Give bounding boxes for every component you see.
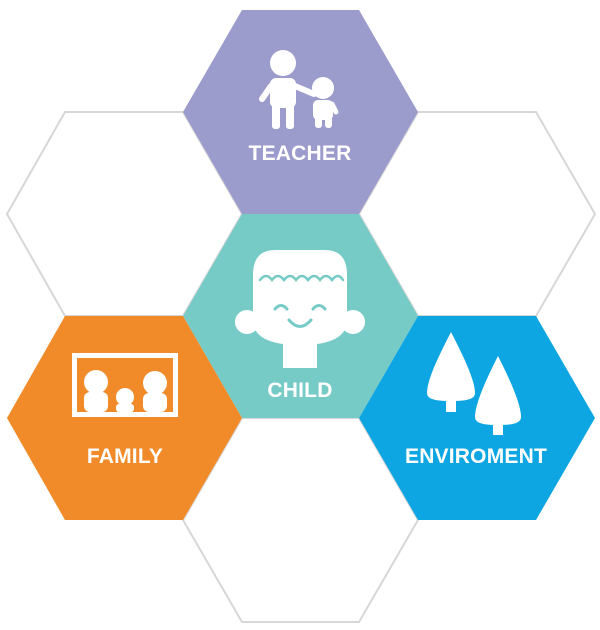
child-label: CHILD <box>267 379 332 402</box>
family-node: FAMILY <box>7 316 242 520</box>
family-hexagon <box>7 316 242 520</box>
child-face-icon <box>235 250 365 368</box>
teacher-node: TEACHER <box>183 10 418 214</box>
enviroment-node: ENVIROMENT <box>359 316 595 520</box>
child-node: CHILD <box>183 214 418 418</box>
teacher-label: TEACHER <box>249 142 352 165</box>
teacher-hexagon <box>183 10 418 214</box>
family-portrait-icon <box>72 353 178 417</box>
enviroment-label: ENVIROMENT <box>405 445 547 468</box>
family-label: FAMILY <box>87 445 163 468</box>
trees-icon <box>427 332 521 435</box>
adult-and-child-icon <box>259 50 339 129</box>
